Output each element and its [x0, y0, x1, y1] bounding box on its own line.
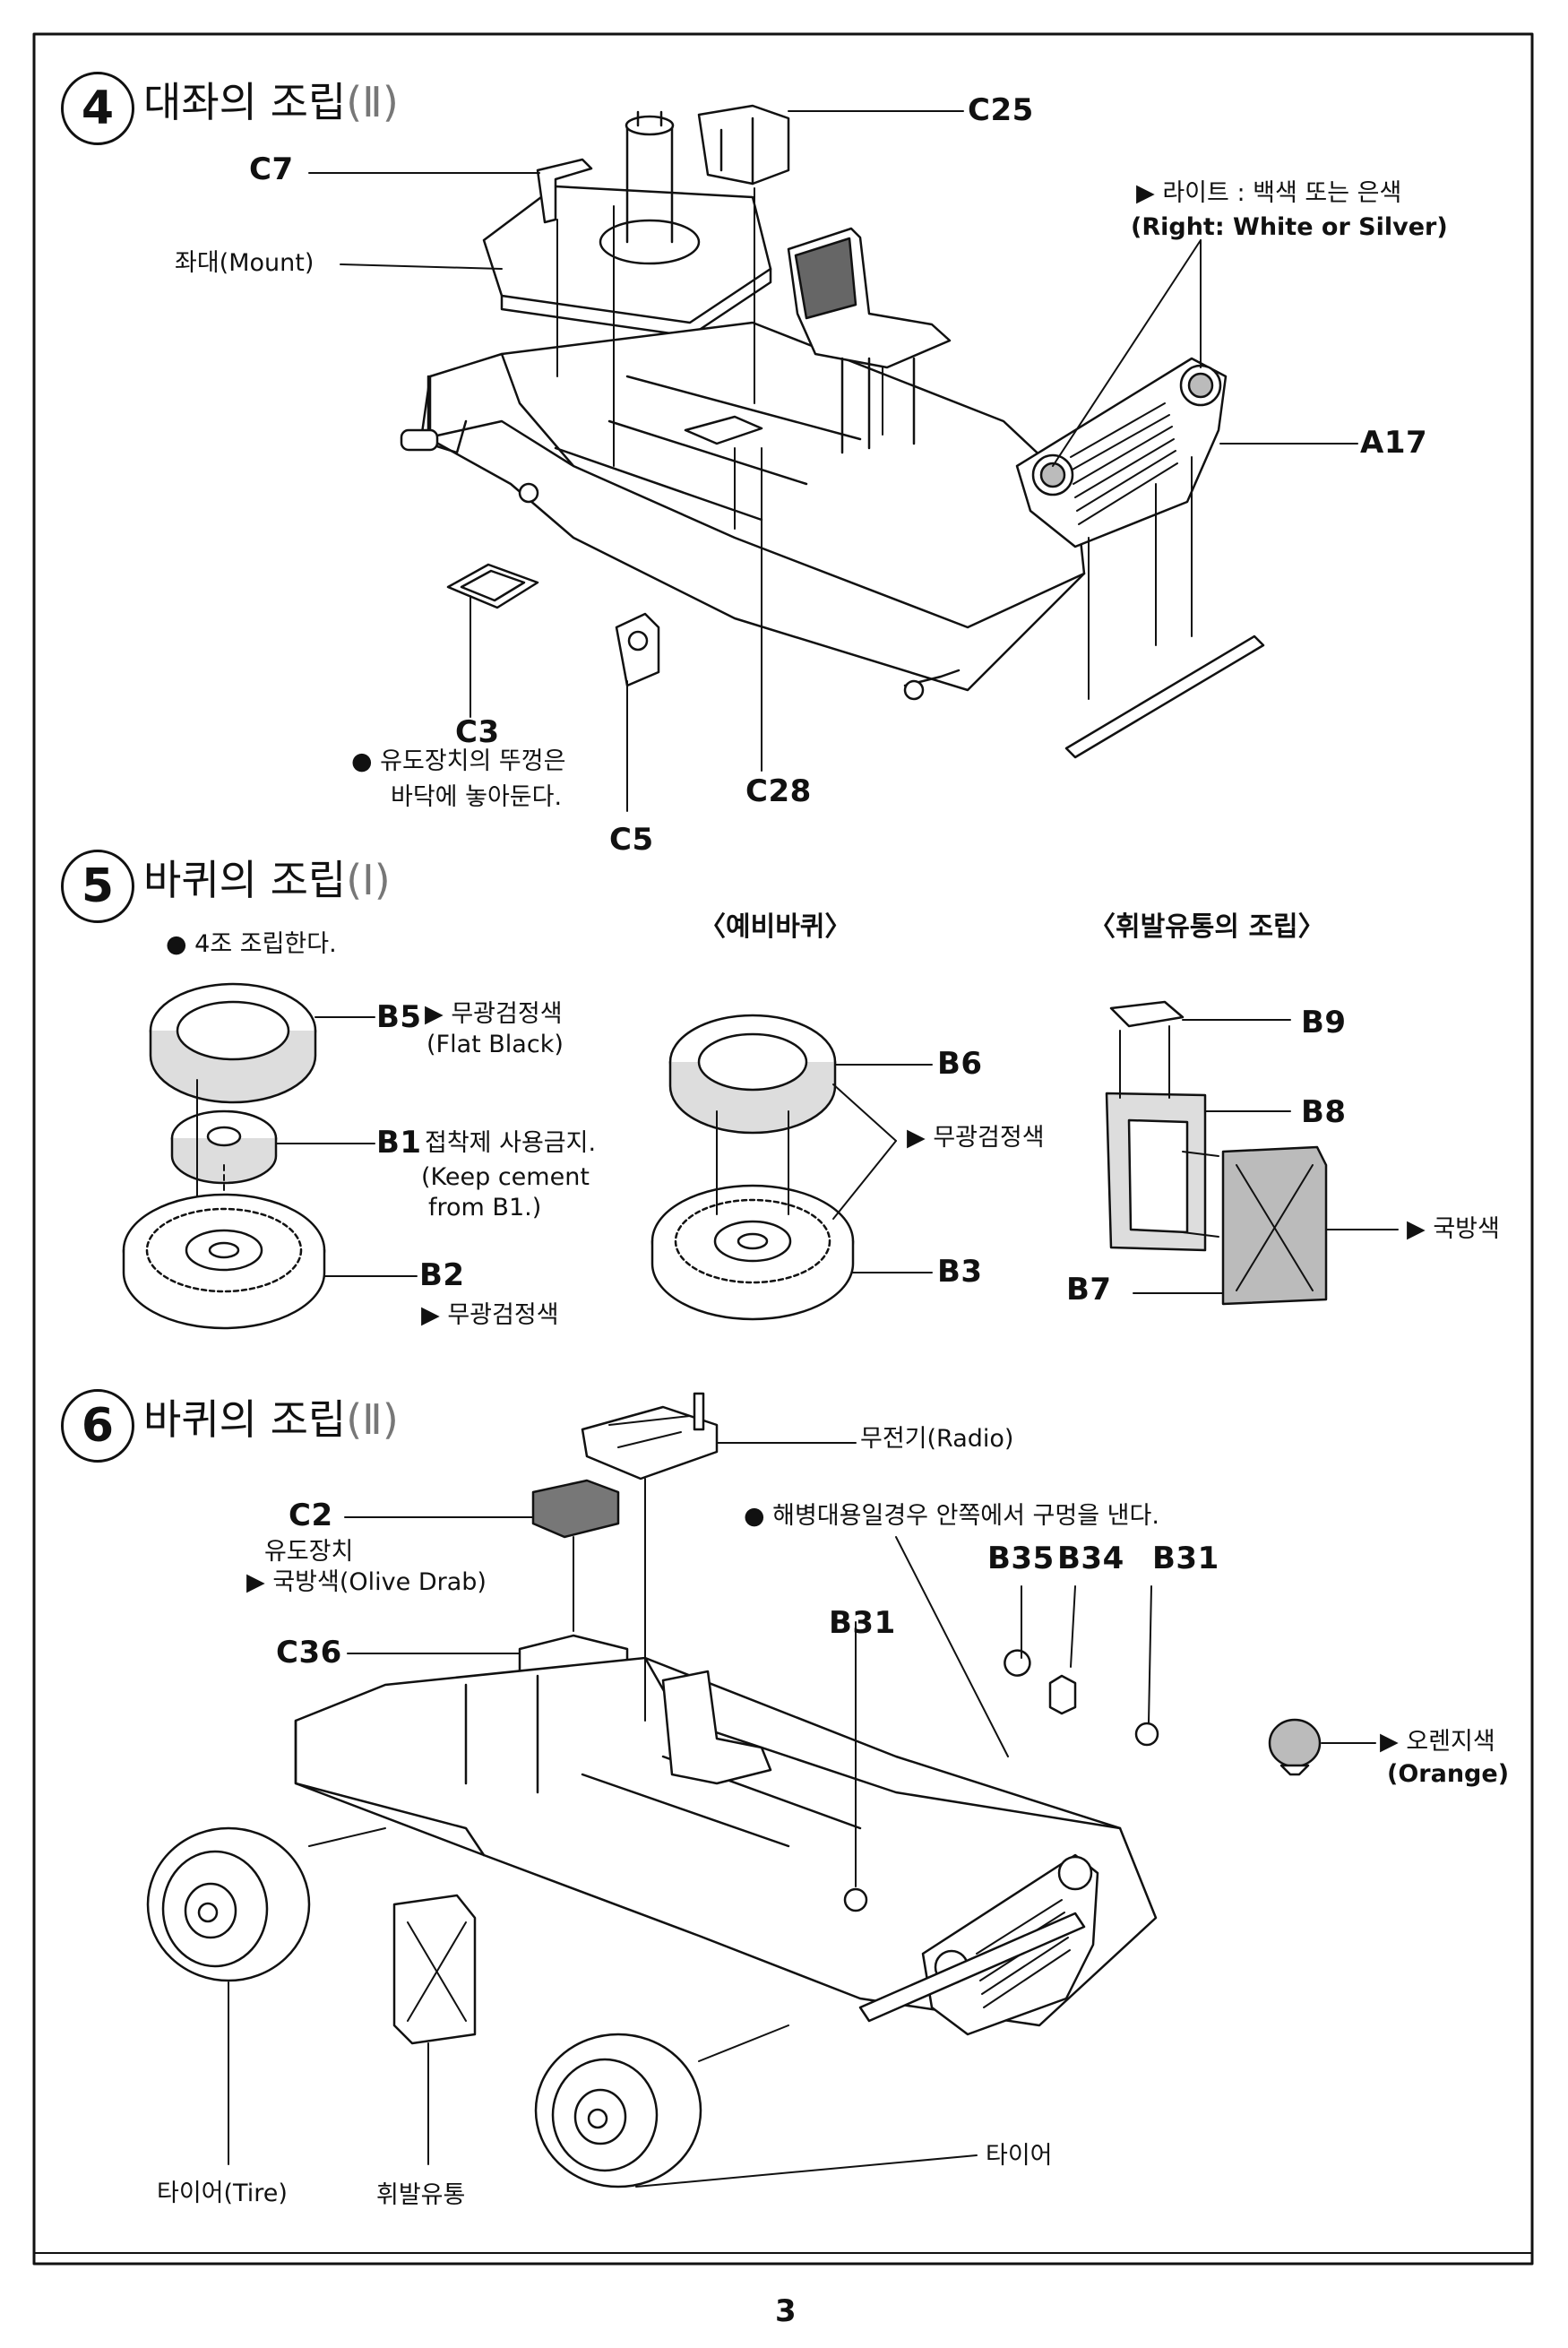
label-b3: B3 [937, 1254, 983, 1290]
c3-cover [446, 563, 539, 609]
label-orange-kr: ▶ 오렌지색 [1380, 1728, 1495, 1756]
step5-title-text: 바퀴의 조립 [143, 856, 347, 904]
step6-number-badge: 6 [61, 1389, 134, 1463]
label-b31-right: B31 [1152, 1541, 1219, 1576]
step5-leaders [275, 1016, 1399, 1294]
label-c7: C7 [249, 151, 294, 187]
step4-chassis-drawing [400, 104, 1265, 759]
step4-title: 대좌의 조립(Ⅱ) [143, 79, 399, 126]
label-c5: C5 [609, 822, 654, 858]
label-b31-center: B31 [829, 1605, 896, 1641]
left-fender [426, 375, 468, 454]
label-c3: C3 [455, 714, 500, 750]
c28-part [684, 415, 763, 445]
step6-vehicle-drawing [146, 1392, 1376, 2188]
label-orange-en: (Orange) [1387, 1760, 1510, 1788]
label-b9: B9 [1301, 1005, 1347, 1040]
page-frame [32, 32, 1534, 2266]
body-tub [428, 321, 1086, 692]
b35-part [1004, 1649, 1031, 1677]
label-tire-right: 타이어 [986, 2142, 1053, 2170]
label-tire-left: 타이어(Tire) [157, 2180, 288, 2207]
label-b6-color: ▶ 무광검정색 [907, 1124, 1045, 1152]
step4-title-text: 대좌의 조립 [143, 78, 347, 126]
label-c3-note-1: ● 유도장치의 뚜껑은 [351, 747, 566, 775]
front-bumper [1064, 634, 1265, 759]
step6-title-roman: (Ⅱ) [346, 1395, 399, 1444]
label-radio: 무전기(Radio) [860, 1425, 1014, 1453]
label-b8: B8 [1301, 1094, 1347, 1130]
label-b2: B2 [419, 1257, 465, 1293]
label-b2-color: ▶ 무광검정색 [421, 1301, 559, 1329]
label-c2: C2 [289, 1498, 333, 1533]
seat-rear [661, 1670, 772, 1785]
label-b1-note-en2: from B1.) [428, 1194, 542, 1221]
label-a17: A17 [1360, 425, 1428, 461]
label-c28: C28 [745, 773, 812, 809]
step4-title-roman: (Ⅱ) [346, 78, 399, 126]
c2-box [531, 1479, 620, 1539]
step5-note: ● 4조 조립한다. [166, 930, 337, 958]
c25-bracket [697, 104, 790, 186]
label-c36: C36 [276, 1635, 342, 1670]
step6-title: 바퀴의 조립(Ⅱ) [143, 1396, 399, 1444]
a17-grille [1015, 357, 1228, 548]
jerrycan-title: 〈휘발유통의 조립〉 [1089, 911, 1325, 943]
label-light-kr: ▶ 라이트 : 백색 또는 은색 [1136, 179, 1402, 207]
label-can-color: ▶ 국방색 [1407, 1215, 1500, 1243]
vehicle-body [294, 1656, 1158, 2027]
b7-can [1221, 1145, 1328, 1306]
label-b5-color-en: (Flat Black) [426, 1031, 564, 1058]
step4-leaders [308, 110, 1358, 812]
label-c25: C25 [968, 92, 1034, 128]
b34-part [1048, 1674, 1077, 1715]
mount-pedestal [599, 219, 701, 265]
c7-part [536, 158, 593, 224]
label-mount: 좌대(Mount) [175, 249, 314, 277]
label-b1-note-en1: (Keep cement [421, 1163, 590, 1191]
step5-title: 바퀴의 조립(Ⅰ) [143, 857, 391, 904]
label-marine-note: ● 해병대용일경우 안쪽에서 구멍을 낸다. [744, 1502, 1159, 1530]
label-b5-color: ▶ 무광검정색 [425, 1000, 563, 1028]
label-b5: B5 [376, 999, 422, 1035]
label-b34: B34 [1057, 1541, 1124, 1576]
label-b1-note: 접착제 사용금지. [425, 1129, 597, 1157]
step4-number-badge: 4 [61, 72, 134, 145]
b31-center-part [843, 1887, 868, 1912]
label-jerrycan: 휘발유통 [376, 2181, 466, 2209]
step6-title-text: 바퀴의 조립 [143, 1395, 347, 1444]
label-guidance: 유도장치 [264, 1538, 354, 1566]
b9-cap [1109, 1000, 1185, 1028]
b31-right-part [1134, 1722, 1159, 1747]
step5-number-badge: 5 [61, 850, 134, 923]
label-guidance-color: ▶ 국방색(Olive Drab) [246, 1568, 487, 1596]
label-b35: B35 [987, 1541, 1055, 1576]
orange-light [1268, 1718, 1322, 1768]
label-b7: B7 [1066, 1272, 1112, 1308]
label-b6: B6 [937, 1046, 983, 1082]
label-c3-note-2: 바닥에 놓아둔다. [391, 783, 563, 811]
page-number: 3 [775, 2293, 797, 2329]
step5-wheel-drawing [122, 982, 1328, 1330]
spare-wheel-title: 〈예비바퀴〉 [699, 911, 852, 943]
label-light-en: (Right: White or Silver) [1131, 213, 1448, 241]
seat-cushion [794, 237, 857, 320]
label-b1: B1 [376, 1125, 422, 1161]
step5-title-roman: (Ⅰ) [346, 856, 391, 904]
